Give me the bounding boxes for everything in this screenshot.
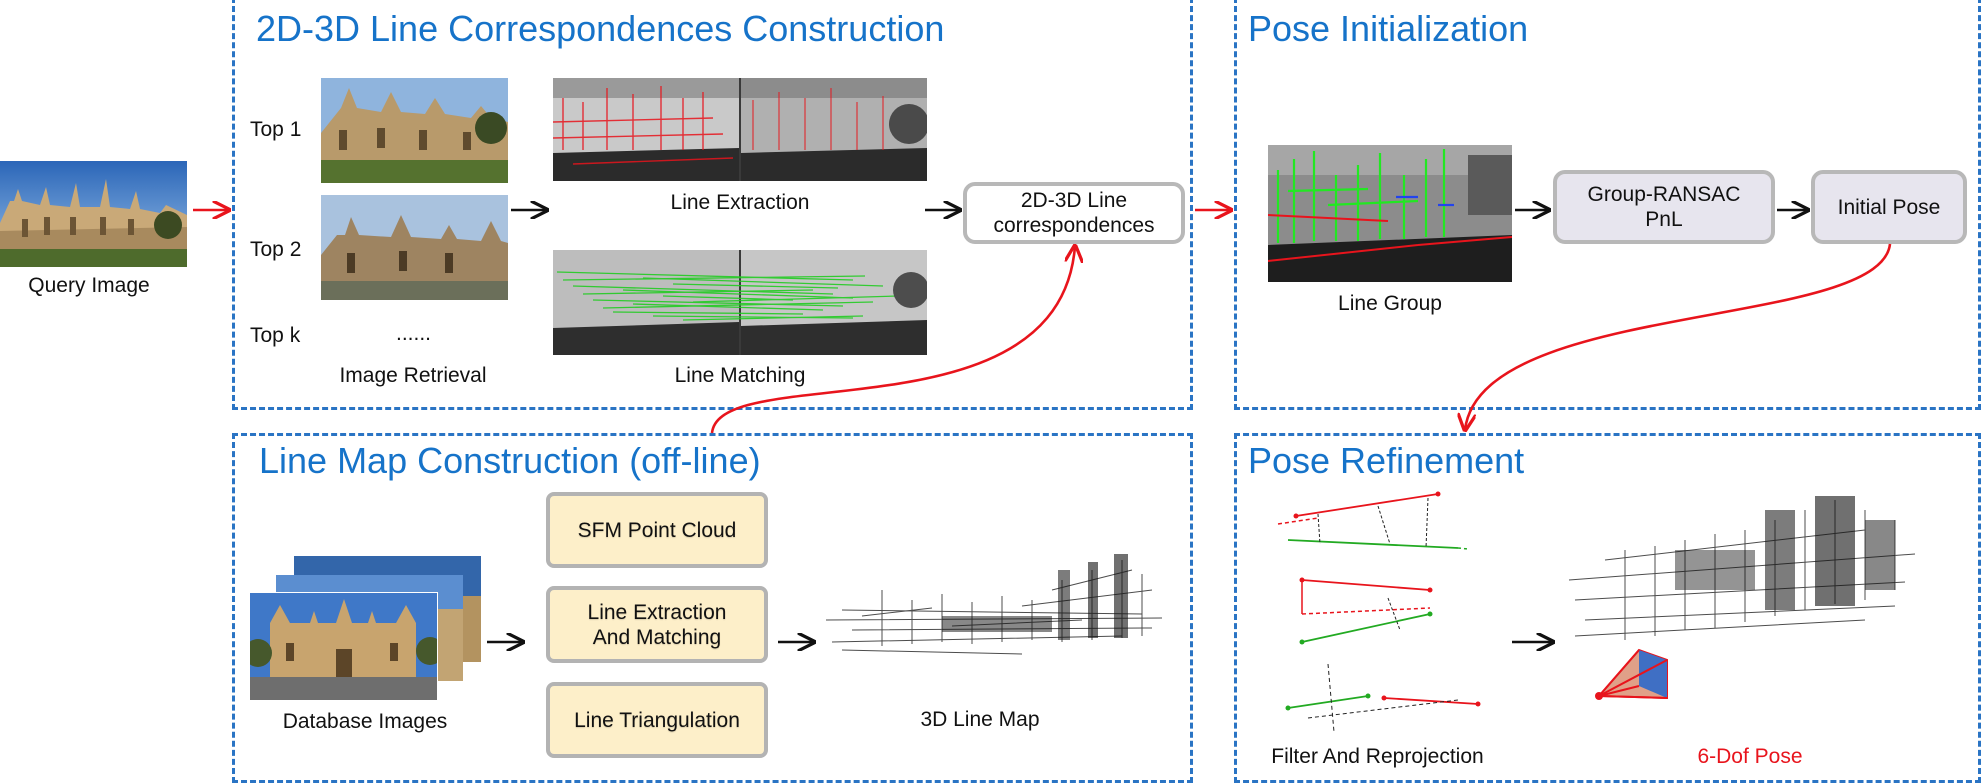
panel-title-line-map: Line Map Construction (off-line) bbox=[259, 440, 761, 481]
retrieved-image-top-1 bbox=[321, 78, 508, 183]
rank-ellipsis: ...... bbox=[396, 322, 432, 345]
image-retrieval-label: Image Retrieval bbox=[339, 364, 487, 387]
filter-reprojection-label: Filter And Reprojection bbox=[1271, 745, 1484, 768]
rank-top-k: Top k bbox=[250, 324, 301, 347]
database-images-label: Database Images bbox=[282, 710, 448, 733]
retrieved-image-top-2 bbox=[321, 195, 508, 300]
initial-pose-box: Initial Pose bbox=[1811, 170, 1967, 244]
query-image-label: Query Image bbox=[28, 274, 150, 297]
rank-top-1: Top 1 bbox=[250, 118, 302, 141]
query-image bbox=[0, 161, 187, 267]
6dof-pose-label: 6-Dof Pose bbox=[1697, 745, 1803, 768]
sfm-point-cloud-box: SFM Point Cloud bbox=[546, 492, 768, 568]
panel-title-pose-refinement: Pose Refinement bbox=[1248, 440, 1525, 481]
line-extraction-image bbox=[553, 78, 927, 181]
3d-line-map-label: 3D Line Map bbox=[920, 708, 1040, 731]
line-group-image bbox=[1268, 145, 1512, 282]
line-matching-image bbox=[553, 250, 927, 355]
line-triangulation-box: Line Triangulation bbox=[546, 682, 768, 758]
panel-title-correspondence: 2D-3D Line Correspondences Construction bbox=[256, 8, 945, 49]
filter-reprojection-diagram bbox=[1268, 478, 1493, 738]
line-matching-label: Line Matching bbox=[674, 364, 806, 387]
line-group-label: Line Group bbox=[1338, 292, 1442, 315]
6dof-pose-image bbox=[1565, 490, 1925, 710]
database-image-front bbox=[249, 592, 438, 701]
3d-line-map-image bbox=[822, 550, 1167, 670]
rank-top-2: Top 2 bbox=[250, 238, 302, 261]
line-extraction-label: Line Extraction bbox=[670, 191, 810, 214]
panel-title-pose-init: Pose Initialization bbox=[1248, 8, 1529, 49]
